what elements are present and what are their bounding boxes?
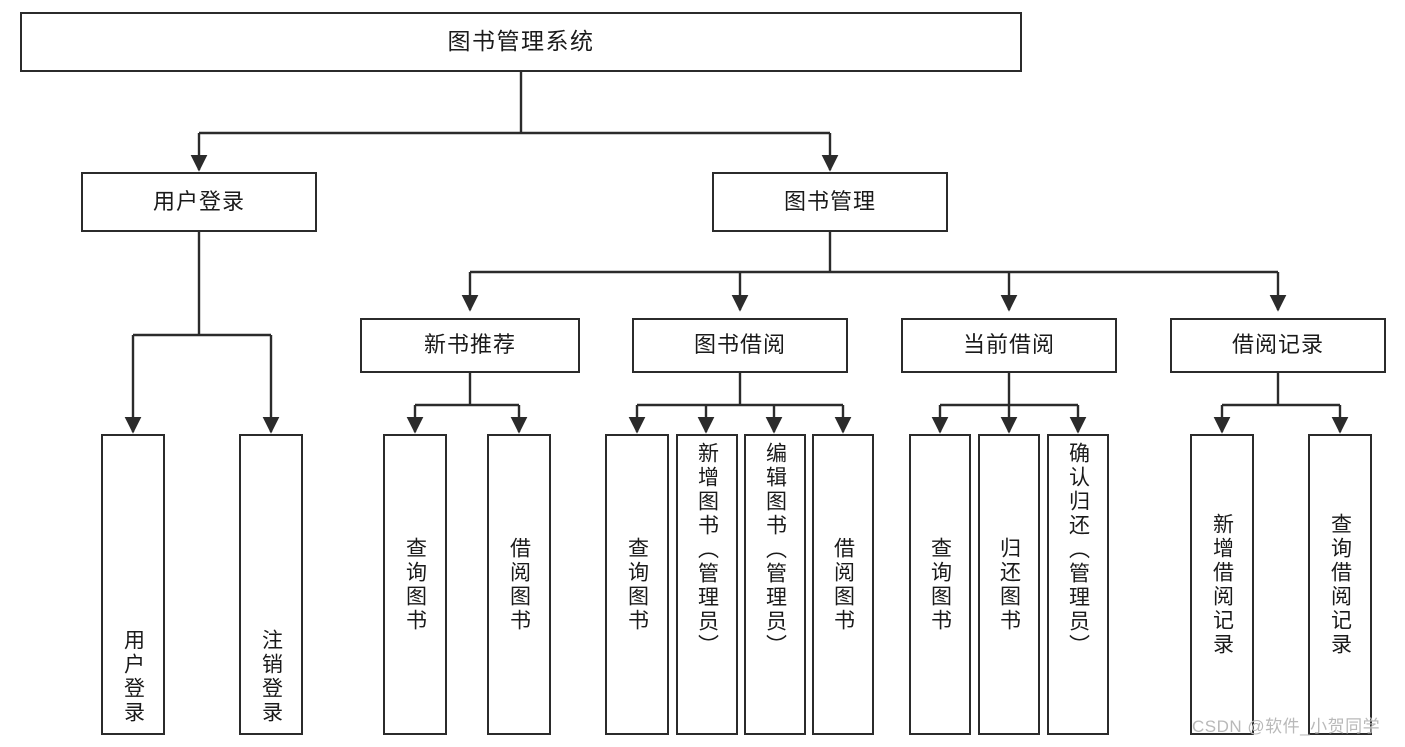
- node-label: 新增图书（管理员）: [695, 442, 719, 658]
- node-label: 借阅图书: [507, 536, 531, 633]
- node-label: 归还图书: [997, 536, 1021, 633]
- node-label: 新书推荐: [423, 332, 516, 358]
- leaf-borrow-borrow-book[interactable]: 借阅图书: [812, 434, 874, 735]
- node-label: 编辑图书（管理员）: [763, 442, 787, 658]
- node-label: 用户登录: [152, 188, 245, 214]
- leaf-newbook-borrow-book[interactable]: 借阅图书: [487, 434, 551, 735]
- node-new-book-recommend[interactable]: 新书推荐: [360, 318, 580, 373]
- watermark: CSDN @软件_小贺同学: [1192, 717, 1381, 736]
- node-label: 当前借阅: [962, 332, 1055, 358]
- node-label: 用户登录: [121, 629, 145, 725]
- node-label: 借阅记录: [1231, 332, 1324, 358]
- node-label: 图书借阅: [693, 332, 786, 358]
- leaf-borrow-edit-book-admin[interactable]: 编辑图书（管理员）: [744, 434, 806, 735]
- node-label: 图书管理: [783, 188, 876, 214]
- node-book-borrow[interactable]: 图书借阅: [632, 318, 848, 373]
- node-label: 确认归还（管理员）: [1066, 442, 1090, 658]
- node-borrow-records[interactable]: 借阅记录: [1170, 318, 1386, 373]
- node-label: 图书管理系统: [447, 28, 595, 55]
- leaf-newbook-query-book[interactable]: 查询图书: [383, 434, 447, 735]
- leaf-borrow-add-book-admin[interactable]: 新增图书（管理员）: [676, 434, 738, 735]
- node-book-management[interactable]: 图书管理: [712, 172, 948, 232]
- leaf-records-add-record[interactable]: 新增借阅记录: [1190, 434, 1254, 735]
- leaf-records-query-record[interactable]: 查询借阅记录: [1308, 434, 1372, 735]
- node-label: 新增借阅记录: [1210, 512, 1234, 657]
- leaf-borrow-query-book[interactable]: 查询图书: [605, 434, 669, 735]
- node-label: 借阅图书: [831, 536, 855, 633]
- leaf-current-return-book[interactable]: 归还图书: [978, 434, 1040, 735]
- node-label: 查询图书: [403, 536, 427, 633]
- node-user-login[interactable]: 用户登录: [81, 172, 317, 232]
- node-current-borrow[interactable]: 当前借阅: [901, 318, 1117, 373]
- leaf-current-query-book[interactable]: 查询图书: [909, 434, 971, 735]
- leaf-current-confirm-return-admin[interactable]: 确认归还（管理员）: [1047, 434, 1109, 735]
- node-label: 查询图书: [625, 536, 649, 633]
- node-root-book-management-system[interactable]: 图书管理系统: [20, 12, 1022, 72]
- node-label: 查询借阅记录: [1328, 512, 1352, 657]
- leaf-logout-login[interactable]: 注销登录: [239, 434, 303, 735]
- leaf-user-login[interactable]: 用户登录: [101, 434, 165, 735]
- node-label: 注销登录: [259, 629, 283, 725]
- node-label: 查询图书: [928, 536, 952, 633]
